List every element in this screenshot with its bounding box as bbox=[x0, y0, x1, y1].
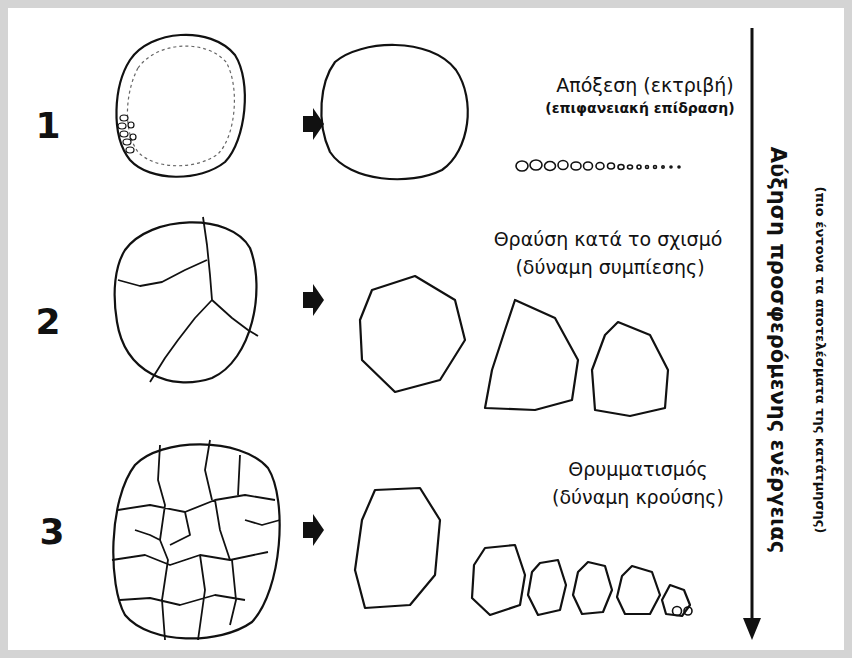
rock-outline bbox=[116, 35, 244, 177]
fracture-network bbox=[112, 440, 280, 640]
fragment bbox=[485, 300, 578, 410]
fragment bbox=[573, 562, 612, 614]
step-number: 2 bbox=[35, 301, 60, 342]
fragment bbox=[360, 276, 465, 392]
process-subtitle: (δύναμη κρούσης) bbox=[552, 487, 724, 509]
rock-outline bbox=[113, 444, 279, 638]
energy-arrow-shaft bbox=[751, 28, 754, 620]
fine-particles bbox=[516, 160, 680, 171]
process-subtitle: (επιφανειακή επίδραση) bbox=[545, 100, 734, 116]
process-title: Θραύση κατά το σχισμό bbox=[494, 229, 723, 251]
energy-arrow-head bbox=[743, 618, 761, 640]
axis-note: (πιο έντονα τα αποτελέσματα της κατάτμησ… bbox=[813, 187, 828, 534]
rock-outline bbox=[115, 222, 257, 382]
fragment bbox=[592, 322, 668, 416]
process-title: Απόξεση (εκτριβή) bbox=[556, 75, 733, 97]
process-title: Θρυμματισμός bbox=[568, 459, 708, 481]
process-arrows bbox=[303, 108, 324, 546]
step-number: 3 bbox=[39, 511, 64, 552]
abraded-grains bbox=[118, 115, 136, 153]
abrasion-boundary bbox=[127, 46, 234, 166]
rounded-rock bbox=[321, 45, 467, 179]
axis-label: Αύξηση προσφερόμενης ενέργειας bbox=[766, 147, 790, 553]
fragment bbox=[528, 560, 566, 615]
fragment bbox=[673, 607, 682, 616]
energy-arrow bbox=[743, 28, 761, 640]
cleavage-cracks bbox=[118, 217, 258, 382]
step-number: 1 bbox=[35, 105, 60, 146]
process-arrow bbox=[303, 108, 324, 140]
fragment bbox=[617, 566, 660, 614]
process-arrow bbox=[303, 514, 324, 546]
fragment bbox=[684, 607, 692, 615]
process-subtitle: (δύναμη συμπίεσης) bbox=[515, 257, 704, 279]
fragment bbox=[662, 585, 690, 616]
fragment bbox=[472, 545, 525, 615]
fragment bbox=[355, 488, 440, 608]
process-arrow bbox=[303, 284, 324, 316]
